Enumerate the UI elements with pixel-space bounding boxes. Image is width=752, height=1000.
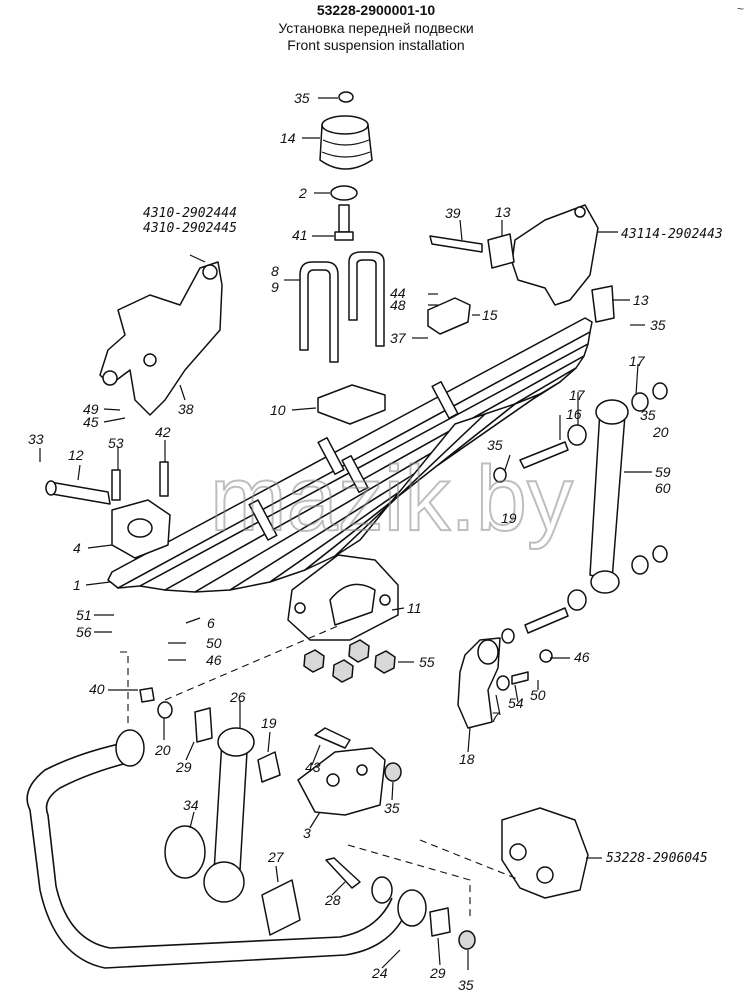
callout-9: 9	[271, 279, 279, 295]
spring-front-end	[45, 461, 171, 559]
callout-18: 18	[459, 751, 475, 767]
rear-bracket	[429, 204, 615, 323]
callout-48: 48	[390, 297, 406, 313]
watermark: mazik.by	[210, 448, 573, 550]
spring-shackle	[287, 554, 399, 641]
callout-10: 10	[270, 402, 286, 418]
callout-4: 4	[73, 540, 81, 556]
callout-26: 26	[229, 689, 246, 705]
callout-44: 44	[390, 285, 406, 301]
callout-56: 56	[76, 624, 92, 640]
callout-46: 46	[574, 649, 590, 665]
title-english: Front suspension installation	[287, 37, 465, 53]
callout-13: 13	[495, 204, 511, 220]
callout-8: 8	[271, 263, 279, 279]
callout-35: 35	[487, 437, 503, 453]
callout-19: 19	[261, 715, 277, 731]
callout-45: 45	[83, 414, 99, 430]
corner-mark: ~	[736, 2, 744, 16]
callout-33: 33	[28, 431, 44, 447]
callout-27: 27	[267, 849, 285, 865]
spring-pad-rear	[427, 297, 471, 335]
stabilizer-lower-bracket	[457, 637, 553, 729]
shock-absorber	[493, 382, 668, 644]
callout-11: 11	[407, 600, 422, 616]
callout-35: 35	[640, 407, 656, 423]
part-number: 53228-2900001-10	[316, 2, 436, 18]
title-russian: Установка передней подвески	[278, 20, 474, 36]
callout-46: 46	[206, 652, 222, 668]
u-bolts	[299, 251, 385, 363]
callout-50: 50	[206, 635, 222, 651]
nuts-group	[303, 639, 396, 683]
link-bracket	[297, 727, 402, 889]
callout-55: 55	[419, 654, 435, 670]
callout-49: 49	[83, 401, 99, 417]
callout-20: 20	[652, 424, 669, 440]
bump-stop	[319, 91, 373, 241]
callout-35: 35	[384, 800, 400, 816]
callout-29: 29	[429, 965, 446, 981]
callout-13: 13	[633, 292, 649, 308]
callout-28: 28	[324, 892, 341, 908]
stabilizer-link	[139, 687, 476, 950]
callout-43: 43	[305, 759, 321, 775]
assembly-code-front-b: 4310-2902445	[143, 221, 237, 236]
assembly-code-rear: 43114-2902443	[621, 227, 723, 242]
callout-numbers: 35 14 2 41 8 9 39 13 13 35 44 48 15 37 1…	[28, 90, 671, 993]
callout-20: 20	[154, 742, 171, 758]
front-bracket	[99, 261, 223, 416]
leader-lines	[39, 97, 652, 970]
assembly-lines	[120, 624, 521, 918]
leaf-spring	[107, 317, 593, 593]
callout-50: 50	[530, 687, 546, 703]
callout-34: 34	[183, 797, 199, 813]
callout-42: 42	[155, 424, 171, 440]
stabilizer-bar	[26, 729, 427, 969]
callout-35: 35	[458, 977, 474, 993]
callout-60: 60	[655, 480, 671, 496]
stabilizer-mount-bracket	[501, 807, 589, 899]
callout-29: 29	[175, 759, 192, 775]
callout-17: 17	[569, 387, 586, 403]
callout-24: 24	[371, 965, 388, 981]
callout-15: 15	[482, 307, 498, 323]
callout-2: 2	[298, 185, 307, 201]
callout-1: 1	[73, 577, 81, 593]
assembly-code-front-a: 4310-2902444	[143, 206, 237, 221]
callout-59: 59	[655, 464, 671, 480]
callout-40: 40	[89, 681, 105, 697]
callout-39: 39	[445, 205, 461, 221]
callout-35: 35	[650, 317, 666, 333]
assembly-code-stabilizer: 53228-2906045	[606, 851, 708, 866]
callout-37: 37	[390, 330, 407, 346]
callout-6: 6	[207, 615, 215, 631]
callout-53: 53	[108, 435, 124, 451]
callout-38: 38	[178, 401, 194, 417]
callout-19: 19	[501, 510, 517, 526]
spring-pad	[317, 384, 386, 425]
callout-35: 35	[294, 90, 310, 106]
callout-17: 17	[629, 353, 646, 369]
callout-7: 7	[491, 709, 500, 725]
callout-12: 12	[68, 447, 84, 463]
callout-16: 16	[566, 406, 582, 422]
callout-51: 51	[76, 607, 92, 623]
callout-54: 54	[508, 695, 524, 711]
callout-14: 14	[280, 130, 296, 146]
callout-3: 3	[303, 825, 311, 841]
callout-41: 41	[292, 227, 308, 243]
